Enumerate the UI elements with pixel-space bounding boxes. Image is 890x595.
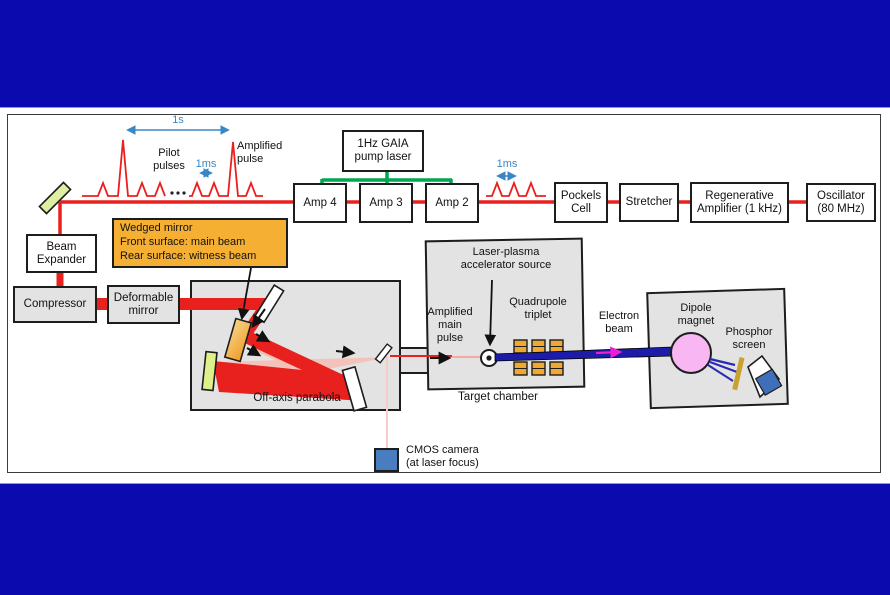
pockels-cell-box: Pockels Cell bbox=[554, 182, 608, 223]
stretcher-box: Stretcher bbox=[619, 183, 679, 222]
pockels-cell-label: Pockels Cell bbox=[560, 189, 602, 215]
regen-amplifier-label: Regenerative Amplifier (1 kHz) bbox=[697, 189, 782, 215]
pump-laser-box: 1Hz GAIA pump laser bbox=[342, 130, 424, 172]
regen-amplifier-box: Regenerative Amplifier (1 kHz) bbox=[690, 182, 789, 223]
amp3-label: Amp 3 bbox=[369, 196, 403, 209]
oscillator-box: Oscillator (80 MHz) bbox=[806, 183, 876, 222]
amp4-box: Amp 4 bbox=[293, 183, 347, 223]
accelerator-source-label: Laser-plasma accelerator source bbox=[460, 246, 552, 271]
wedged-mirror-callout-text: Wedged mirror Front surface: main beam R… bbox=[120, 222, 257, 262]
beam-expander-label: Beam Expander bbox=[36, 240, 87, 266]
amplified-pulse-label: Amplified pulse bbox=[237, 140, 283, 165]
wedged-mirror-callout: Wedged mirror Front surface: main beam R… bbox=[112, 218, 288, 268]
beam-expander-box: Beam Expander bbox=[26, 234, 97, 273]
amp4-label: Amp 4 bbox=[303, 196, 337, 209]
deformable-mirror-box: Deformable mirror bbox=[107, 285, 180, 324]
target-chamber-label: Target chamber bbox=[458, 391, 538, 403]
dipole-magnet-label: Dipole magnet bbox=[677, 302, 715, 327]
phosphor-screen-label: Phosphor screen bbox=[725, 326, 773, 351]
stretcher-label: Stretcher bbox=[625, 196, 673, 209]
quadrupole-triplet-label: Quadrupole triplet bbox=[509, 296, 567, 321]
amp2-box: Amp 2 bbox=[425, 183, 479, 223]
one-ms-label-right: 1ms bbox=[496, 158, 518, 170]
off-axis-parabola-label: Off-axis parabola bbox=[253, 392, 341, 404]
cmos-camera-label: CMOS camera (at laser focus) bbox=[406, 444, 479, 469]
electron-beam-label: Electron beam bbox=[598, 310, 640, 335]
amp3-box: Amp 3 bbox=[359, 183, 413, 223]
beam-corridor bbox=[399, 347, 429, 374]
amp2-label: Amp 2 bbox=[435, 196, 469, 209]
amplified-main-pulse-label: Amplified main pulse bbox=[427, 306, 473, 344]
compressor-label: Compressor bbox=[23, 298, 87, 311]
pump-laser-label: 1Hz GAIA pump laser bbox=[354, 138, 412, 163]
deformable-mirror-label: Deformable mirror bbox=[113, 291, 174, 317]
oscillator-label: Oscillator (80 MHz) bbox=[817, 189, 865, 215]
one-second-label: 1s bbox=[172, 114, 184, 126]
one-ms-label-left: 1ms bbox=[195, 158, 217, 170]
compressor-box: Compressor bbox=[13, 286, 97, 323]
